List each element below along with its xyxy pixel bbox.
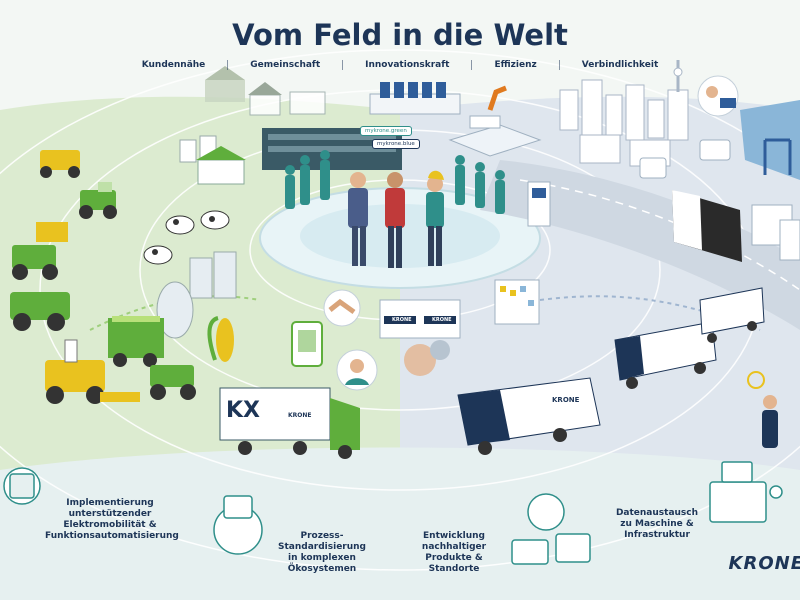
charging-station bbox=[527, 181, 551, 227]
value-innovationskraft: Innovationskraft bbox=[365, 60, 450, 70]
kx-truck bbox=[219, 387, 360, 459]
krone-trailer-2 bbox=[614, 321, 717, 389]
caption-process: Prozess- Standardisierung in komplexen Ö… bbox=[278, 531, 366, 574]
vans bbox=[639, 139, 731, 179]
port-cranes bbox=[763, 138, 792, 175]
caption-emobility: Implementierung unterstützender Elektrom… bbox=[45, 498, 179, 541]
truck-letters: KX bbox=[226, 398, 261, 423]
sign-mykrone-blue: mykrone.blue bbox=[372, 139, 420, 149]
emobility-icon bbox=[3, 467, 41, 505]
white-truck-right bbox=[751, 204, 800, 261]
village bbox=[205, 66, 326, 116]
corn bbox=[207, 316, 234, 362]
handshake-icon bbox=[323, 289, 361, 327]
tractor-green-1 bbox=[79, 182, 117, 219]
presenter-woman bbox=[747, 371, 778, 448]
steering-person-icon bbox=[697, 75, 739, 117]
planning-board bbox=[494, 279, 540, 325]
silos bbox=[156, 135, 237, 339]
robot-arm bbox=[487, 85, 507, 111]
company-values: Kundennähe Gemeinschaft Innovationskraft… bbox=[0, 60, 800, 70]
forage-harvester bbox=[45, 339, 140, 404]
tractor-top bbox=[40, 150, 80, 178]
trailer-brand-main: KRONE bbox=[552, 396, 580, 404]
people-crowd bbox=[285, 150, 505, 268]
city-skyline bbox=[559, 79, 689, 167]
krone-trailer-main bbox=[457, 377, 601, 455]
krone-building bbox=[379, 299, 461, 339]
hand-gear-icon bbox=[404, 340, 450, 376]
value-gemeinschaft: Gemeinschaft bbox=[250, 60, 321, 70]
headset-person-icon bbox=[336, 349, 378, 391]
value-kundennaehe: Kundennähe bbox=[141, 60, 206, 70]
krone-trailer-3 bbox=[699, 287, 765, 343]
sustain-icon bbox=[511, 493, 591, 565]
tractor-yellow-green bbox=[12, 222, 68, 280]
caption-sustain: Entwicklung nachhaltiger Produkte & Stan… bbox=[421, 531, 487, 574]
krone-logo: KRONE bbox=[728, 553, 800, 574]
barn bbox=[196, 146, 246, 185]
harvester-green bbox=[10, 292, 70, 331]
dark-truck bbox=[672, 190, 742, 262]
data-exchange-icon bbox=[709, 461, 783, 523]
trailer-green bbox=[108, 316, 164, 367]
tractor-green-2 bbox=[150, 365, 196, 400]
building-brand-1: KRONE bbox=[392, 317, 412, 323]
road bbox=[480, 160, 800, 330]
process-icon bbox=[213, 495, 263, 555]
tablet-icon bbox=[291, 321, 323, 367]
caption-data: Datenaustausch zu Maschine & Infrastrukt… bbox=[615, 508, 699, 540]
cows bbox=[143, 210, 230, 265]
building-brand-2: KRONE bbox=[432, 317, 452, 323]
value-verbindlichkeit: Verbindlichkeit bbox=[581, 60, 659, 70]
hub-station bbox=[448, 115, 542, 157]
page-title: Vom Feld in die Welt bbox=[232, 18, 568, 52]
sign-mykrone-green: mykrone.green bbox=[360, 126, 412, 136]
truck-brand-kx: KRONE bbox=[288, 412, 312, 419]
value-effizienz: Effizienz bbox=[494, 60, 537, 70]
